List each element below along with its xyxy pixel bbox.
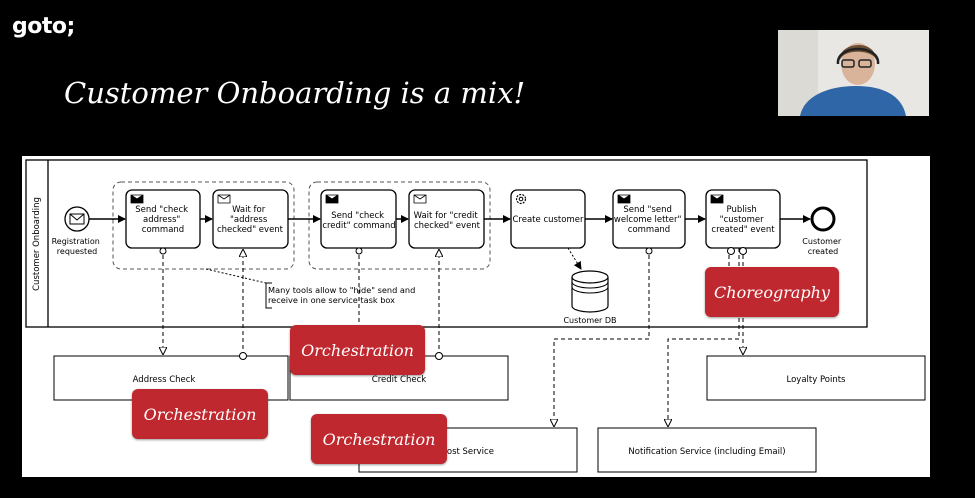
svg-text:Notification Service (includin: Notification Service (including Email) [628,447,785,457]
end-event-label: Customer created [802,237,843,256]
gear-icon [515,193,527,205]
label-orchestration-credit: Orchestration [290,325,425,375]
service-notification [597,427,817,473]
task-publish-customer-created: Publish "customer created" event [705,189,781,249]
goto-logo: goto; [12,14,75,39]
text-annotation: Many tools allow to "hide" send and rece… [205,268,418,309]
pool [25,159,868,328]
svg-text:Create customer: Create customer [513,215,584,225]
svg-text:Many tools allow to "hide" sen: Many tools allow to "hide" send and rece… [268,285,418,305]
svg-text:Credit Check: Credit Check [372,375,426,385]
svg-text:Loyalty Points: Loyalty Points [787,375,847,385]
svg-text:Send "check credit" co: Send "check credit" command [322,211,395,231]
customer-db: Customer DB [563,247,617,325]
svg-text:Send "send welcome let: Send "send welcome letter" command [614,205,684,235]
pool-label: Customer Onboarding [32,197,42,291]
task-wait-credit-checked: Wait for "credit checked" event [408,189,485,249]
message-flow-origins [159,247,747,360]
svg-text:Address Check: Address Check [133,375,196,385]
envelope-icon [69,213,85,225]
group-address [112,181,295,270]
service-loyalty-points [706,355,926,401]
customer-db-label: Customer DB [563,316,616,325]
end-event [810,206,836,232]
speaker-webcam [778,30,929,116]
svg-text:Post Service: Post Service [442,447,494,457]
slide-title: Customer Onboarding is a mix! [64,76,526,110]
label-orchestration-address: Orchestration [132,389,268,439]
label-orchestration-post: Orchestration [311,414,447,464]
svg-text:Publish "customer: Publish "customer created" event [711,205,775,235]
task-wait-address-checked: Wait for "address checked" event [212,189,289,249]
task-send-welcome-letter: Send "send welcome letter" command [612,189,686,249]
task-send-check-credit: Send "check credit" command [320,189,397,249]
task-send-check-address: Send "check address" command [125,189,201,249]
label-choreography: Choreography [705,267,839,317]
svg-text:Wait for "address: Wait for "address checked" event [217,205,284,235]
task-create-customer: Create customer [510,189,586,249]
group-credit [308,181,491,270]
start-event-label: Registration requested [52,237,103,256]
svg-text:Send "check address": Send "check address" command [135,205,191,235]
svg-text:Wait for "credit check: Wait for "credit checked" event [414,211,481,231]
